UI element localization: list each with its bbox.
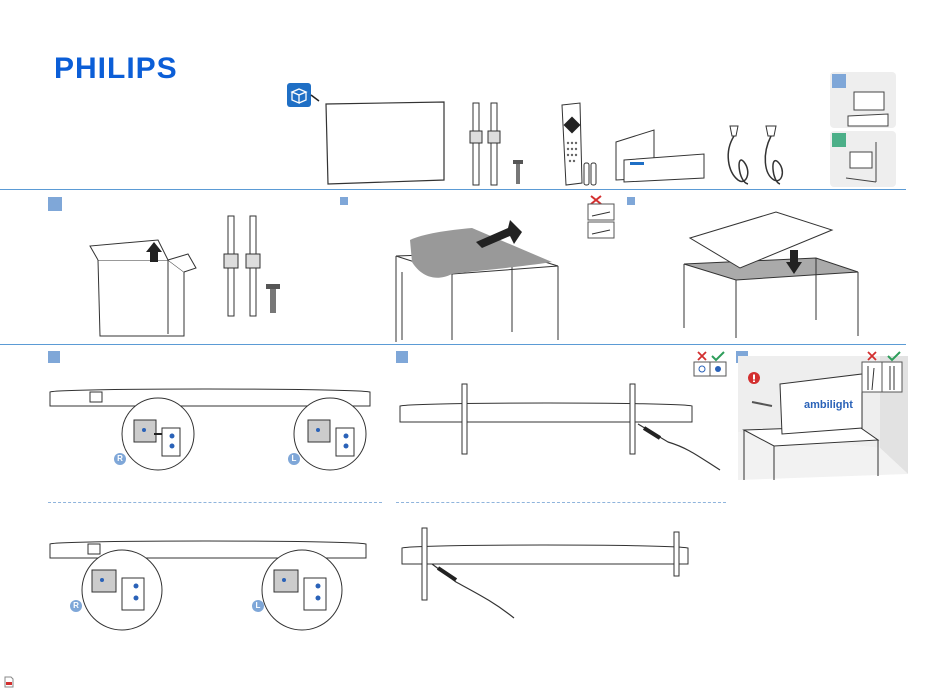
tv-on-stand-illustration: [848, 90, 888, 126]
ambilight-logo: ambilight: [804, 399, 853, 411]
stand-legs-illustration: [220, 216, 288, 316]
bracket-detail-left-illustration: [258, 552, 348, 632]
tv-with-stands-screwing-illustration: [398, 528, 698, 620]
step-badge: [48, 351, 60, 363]
side-label-right: R: [114, 453, 126, 465]
power-cords-illustration: [718, 122, 788, 188]
open-box-illustration: [88, 238, 198, 338]
dashed-separator: [396, 502, 726, 503]
tv-panel-illustration: [324, 100, 446, 184]
step-badge: [48, 197, 62, 211]
screw-type-check-illustration: [694, 350, 726, 376]
open-box-icon: [287, 83, 321, 107]
separator: [0, 189, 906, 190]
side-label-left: L: [288, 453, 300, 465]
step-badge: [396, 351, 408, 363]
warning-icon: [748, 372, 760, 384]
manuals-illustration: [614, 128, 706, 182]
remote-control-illustration: [558, 103, 598, 187]
stand-legs-illustration: [470, 103, 504, 185]
separator: [0, 344, 906, 345]
placement-check-illustration: [862, 350, 902, 392]
bracket-detail-right-illustration: [78, 552, 168, 632]
tv-facedown-on-table-illustration: [676, 208, 866, 338]
soft-cloth-on-table-illustration: [392, 212, 564, 342]
tv-on-wall-illustration: [846, 142, 890, 182]
dashed-separator: [48, 502, 382, 503]
screw-illustration: [513, 160, 523, 184]
step-badge: [832, 133, 846, 147]
side-label-left: L: [252, 600, 264, 612]
step-badge: [832, 74, 846, 88]
bracket-detail-right-illustration: [118, 402, 200, 470]
surface-check-illustration: [588, 204, 614, 238]
step-badge: [627, 197, 635, 205]
step-badge: [340, 197, 348, 205]
philips-logo: PHILIPS: [54, 52, 178, 86]
document-icon: [4, 676, 14, 688]
tv-with-stands-screwing-illustration: [398, 384, 728, 478]
bracket-detail-left-illustration: [290, 402, 372, 470]
side-label-right: R: [70, 600, 82, 612]
